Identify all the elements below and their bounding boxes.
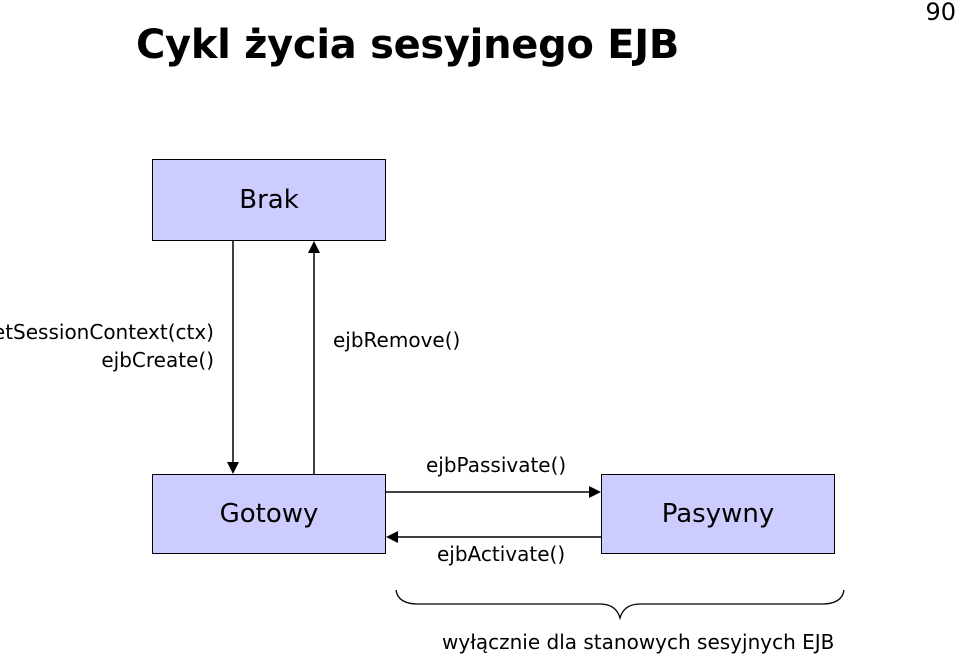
transition-activate-label: ejbActivate() bbox=[437, 542, 566, 566]
page-number: 90 bbox=[925, 0, 956, 26]
arrow-remove bbox=[308, 241, 320, 474]
state-brak: Brak bbox=[152, 159, 386, 241]
slide-title: Cykl życia sesyjnego EJB bbox=[136, 22, 680, 68]
stateful-note: wyłącznie dla stanowych sesyjnych EJB bbox=[442, 630, 835, 654]
transition-passivate-label: ejbPassivate() bbox=[426, 453, 567, 477]
create-line-2: ejbCreate() bbox=[101, 348, 214, 372]
state-gotowy: Gotowy bbox=[152, 474, 386, 554]
arrow-activate bbox=[386, 531, 601, 543]
transition-remove-label: ejbRemove() bbox=[333, 328, 461, 352]
arrow-create bbox=[227, 241, 239, 474]
create-line-1: setSessionContext(ctx) bbox=[0, 320, 214, 344]
state-pasywny: Pasywny bbox=[601, 474, 835, 554]
transition-create-label: setSessionContext(ctx) ejbCreate() bbox=[0, 318, 214, 374]
curly-brace bbox=[395, 589, 845, 621]
arrow-passivate bbox=[386, 486, 601, 498]
